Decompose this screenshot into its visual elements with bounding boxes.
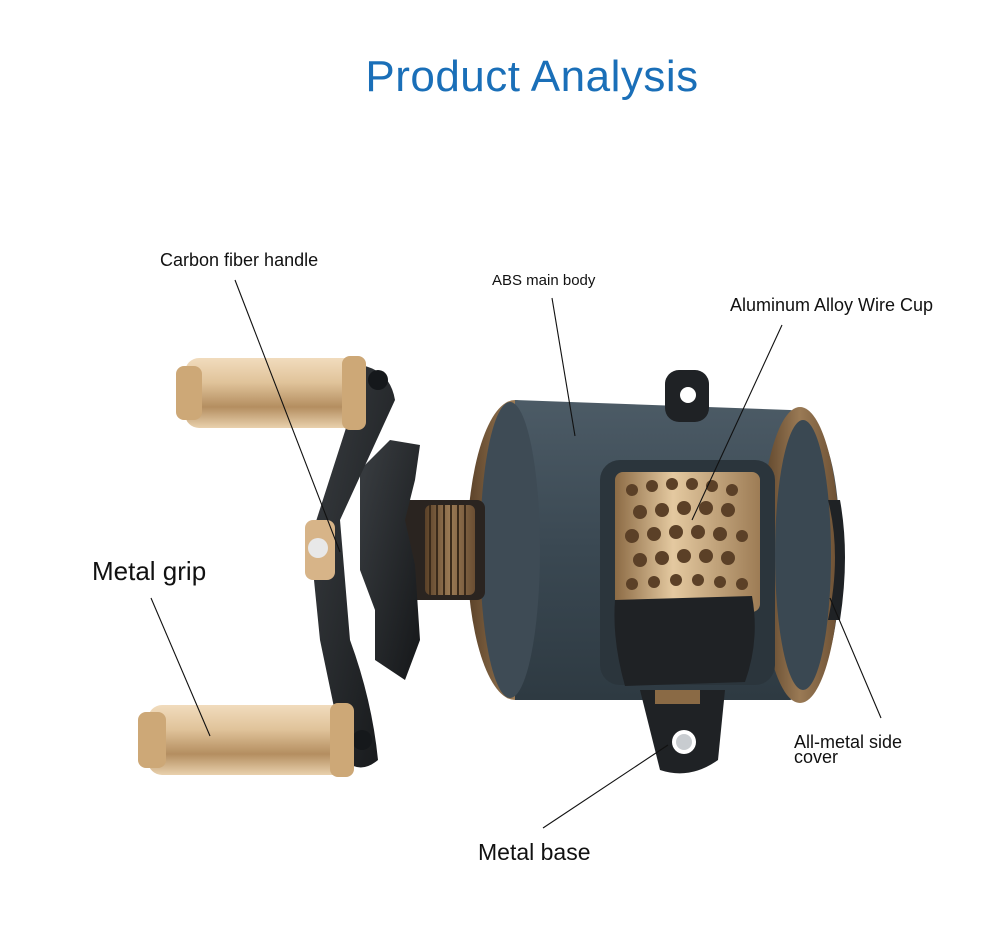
label-carbon-handle: Carbon fiber handle bbox=[160, 250, 319, 270]
leader-abs-body bbox=[551, 297, 576, 437]
metal-base-foot bbox=[640, 690, 725, 774]
label-side-cover-line1: All-metal side bbox=[794, 732, 903, 752]
wire-cup-spool bbox=[600, 460, 775, 686]
leader-metal-base bbox=[542, 744, 669, 829]
label-metal-grip: Metal grip bbox=[92, 556, 207, 586]
leader-wire-cup bbox=[691, 324, 783, 521]
metal-grip-top bbox=[176, 356, 366, 430]
metal-grip-bottom bbox=[138, 703, 354, 777]
label-metal-base: Metal base bbox=[478, 839, 591, 865]
leader-metal-grip bbox=[150, 597, 211, 737]
handle-shaft bbox=[360, 440, 485, 680]
label-side-cover-line2: cover bbox=[794, 747, 839, 767]
label-abs-body: ABS main body bbox=[492, 272, 596, 289]
leader-lines bbox=[150, 279, 882, 829]
carbon-handle-arm bbox=[305, 365, 395, 768]
line-guide bbox=[665, 370, 709, 422]
page-title: Product Analysis bbox=[365, 52, 699, 101]
leader-carbon-handle bbox=[234, 279, 341, 553]
leader-side-cover bbox=[829, 597, 882, 719]
label-wire-cup: Aluminum Alloy Wire Cup bbox=[730, 295, 934, 315]
